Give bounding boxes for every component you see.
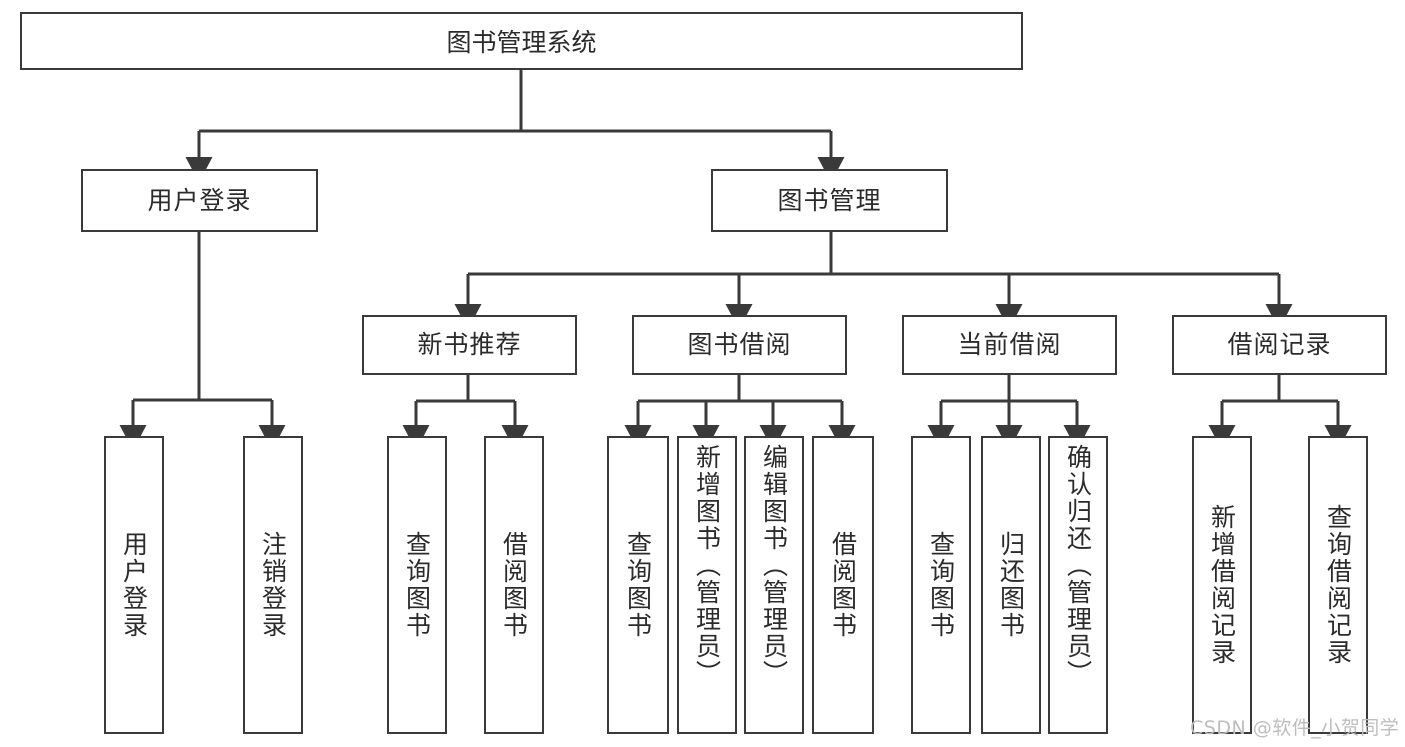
node-borrow-records[interactable]: 借阅记录 — [1172, 315, 1387, 375]
leaf-current-confirm-return-admin[interactable]: 确认归还（管理员） — [1048, 436, 1108, 734]
leaf-label: 查询图书 — [402, 531, 432, 639]
leaf-label: 查询图书 — [926, 531, 956, 639]
leaf-user-logout[interactable]: 注销登录 — [243, 436, 303, 734]
leaf-label: 查询图书 — [623, 531, 653, 639]
leaf-label: 编辑图书（管理员） — [759, 444, 789, 687]
node-label: 借阅记录 — [1227, 330, 1332, 360]
csdn-watermark: CSDN @软件_小贺同学 — [1190, 717, 1400, 739]
leaf-borrow-borrow-book[interactable]: 借阅图书 — [812, 436, 874, 734]
leaf-user-login[interactable]: 用户登录 — [104, 436, 164, 734]
leaf-current-query-book[interactable]: 查询图书 — [911, 436, 971, 734]
leaf-label: 归还图书 — [996, 531, 1026, 639]
node-book-management[interactable]: 图书管理 — [711, 169, 948, 232]
leaf-recommend-query-book[interactable]: 查询图书 — [387, 436, 447, 734]
leaf-borrow-edit-book-admin[interactable]: 编辑图书（管理员） — [744, 436, 804, 734]
node-label: 图书管理系统 — [446, 28, 597, 57]
leaf-label: 注销登录 — [258, 531, 288, 639]
leaf-label: 借阅图书 — [828, 531, 858, 639]
node-current-borrow[interactable]: 当前借阅 — [902, 315, 1117, 375]
leaf-label: 用户登录 — [119, 531, 149, 639]
leaf-current-return-book[interactable]: 归还图书 — [981, 436, 1041, 734]
leaf-records-query-record[interactable]: 查询借阅记录 — [1308, 436, 1368, 734]
leaf-borrow-add-book-admin[interactable]: 新增图书（管理员） — [677, 436, 737, 734]
leaf-label: 新增图书（管理员） — [692, 444, 722, 687]
leaf-recommend-borrow-book[interactable]: 借阅图书 — [484, 436, 544, 734]
leaf-records-add-record[interactable]: 新增借阅记录 — [1192, 436, 1252, 734]
node-label: 图书借阅 — [687, 330, 792, 360]
leaf-label: 借阅图书 — [499, 531, 529, 639]
leaf-label: 新增借阅记录 — [1207, 504, 1237, 666]
leaf-borrow-query-book[interactable]: 查询图书 — [607, 436, 669, 734]
leaf-label: 确认归还（管理员） — [1063, 444, 1093, 687]
node-label: 当前借阅 — [957, 330, 1062, 360]
node-label: 用户登录 — [147, 185, 252, 215]
node-new-book-recommend[interactable]: 新书推荐 — [362, 315, 577, 375]
leaf-label: 查询借阅记录 — [1323, 504, 1353, 666]
node-root-system[interactable]: 图书管理系统 — [20, 12, 1023, 70]
node-label: 新书推荐 — [417, 330, 522, 360]
node-user-login[interactable]: 用户登录 — [81, 169, 318, 232]
node-book-borrow[interactable]: 图书借阅 — [632, 315, 847, 375]
node-label: 图书管理 — [777, 185, 882, 215]
